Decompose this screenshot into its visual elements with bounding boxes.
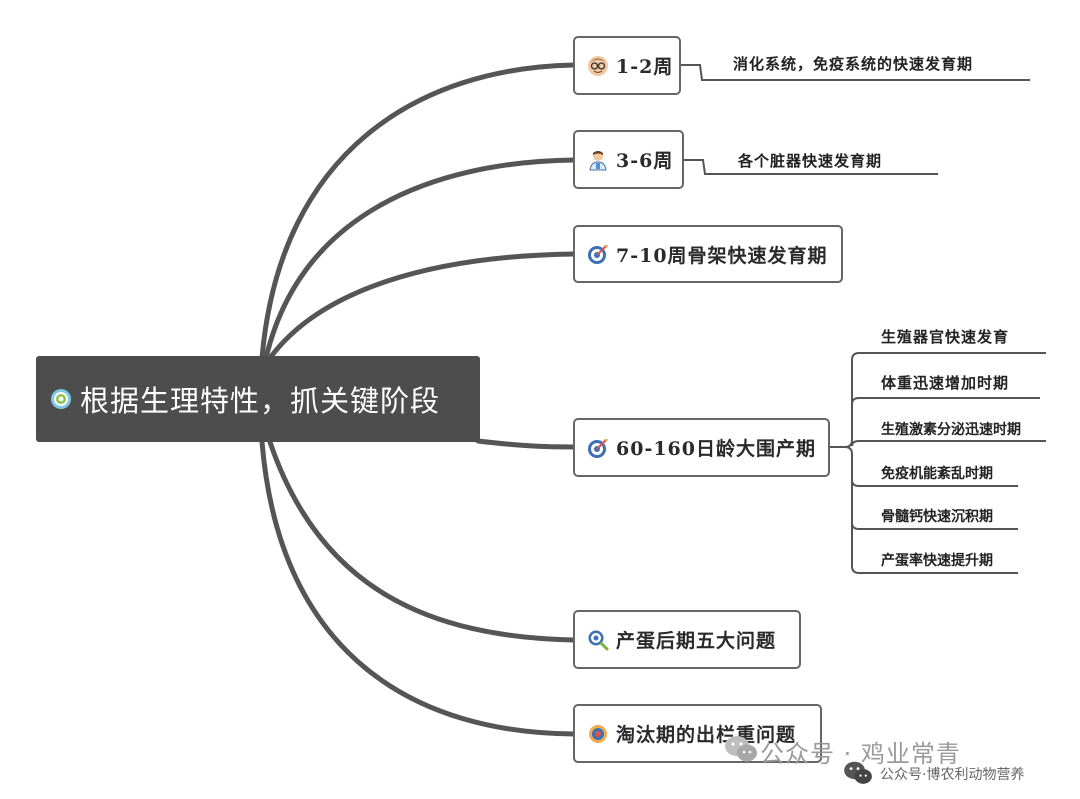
detail-line-1 [680,64,1030,81]
dart-target-icon [588,438,608,458]
detail-line-2 [683,159,938,175]
sub-connector-2 [851,397,1040,405]
root-label: 根据生理特性，抓关键阶段 [80,384,441,418]
branch-3-6-weeks[interactable]: 3-6周 [573,130,684,189]
branch-7-10-weeks[interactable]: 7-10周骨架快速发育期 [573,225,843,283]
branch-label: 60-160日龄大围产期 [616,438,816,460]
connector-branch-2 [263,157,577,361]
dart-target-icon [588,245,608,264]
sub-item: 生殖激素分泌迅速时期 [881,422,1021,438]
sub-item: 骨髓钙快速沉积期 [881,509,993,525]
branch-label: 3-6周 [616,150,674,172]
sub-item: 免疫机能紊乱时期 [881,466,993,482]
branch-1-2-weeks[interactable]: 1-2周 [573,36,681,95]
sub-item: 体重迅速增加时期 [881,374,1010,392]
watermark-secondary: 公众号·博农利动物营养 [880,767,1025,783]
sub-item: 生殖器官快速发育 [881,328,1010,346]
sub-connector-3 [851,440,1046,447]
branch-label: 产蛋后期五大问题 [616,630,777,652]
branch-60-160-days[interactable]: 60-160日龄大围产期 [573,418,830,477]
branch-label: 7-10周骨架快速发育期 [616,244,828,267]
magnifier-icon [588,630,609,650]
wechat-logo-icon [844,761,872,784]
branch-culling[interactable]: 淘汰期的出栏重问题 [573,704,822,763]
branch-late-laying[interactable]: 产蛋后期五大问题 [573,610,801,669]
sub-connector-6 [851,522,1018,530]
target-icon [51,389,71,409]
branch-label: 1-2周 [616,56,674,78]
bullseye-icon [589,724,607,743]
branch-label: 淘汰期的出栏重问题 [616,724,797,746]
sub-connector-4 [830,446,1018,574]
sub-item: 产蛋率快速提升期 [881,553,993,569]
wechat-logo-icon [725,736,757,762]
connector-branch-1 [259,62,577,361]
connector-branch-5 [267,439,577,643]
branch-1-detail: 消化系统，免疫系统的快速发育期 [733,55,974,73]
root-topic: 根据生理特性，抓关键阶段 [36,356,480,442]
branch-2-detail: 各个脏器快速发育期 [738,152,883,170]
doctor-face-icon [588,55,608,76]
sub-connector-5 [851,479,1018,487]
connector-branch-4 [475,438,577,450]
doctor-icon [589,150,607,170]
connector-branch-3 [267,251,577,361]
connector-branch-6 [259,439,577,737]
